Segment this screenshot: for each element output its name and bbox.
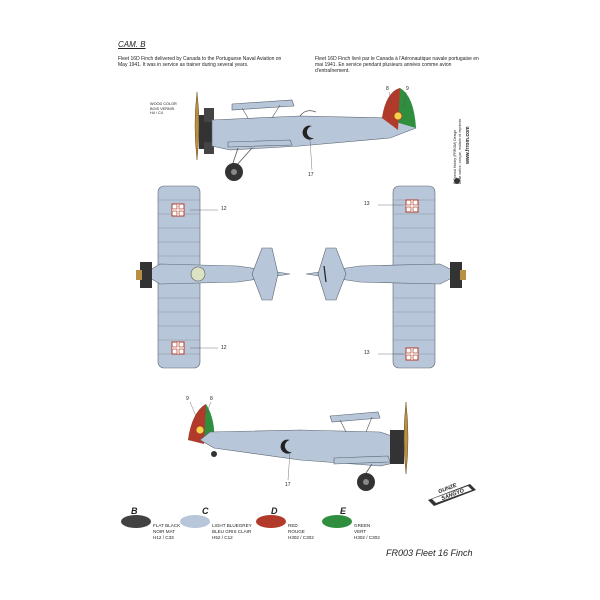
legend-text-c: LIGHT BLUEGREY BLEU GRIS CLAIR H52 / C12	[212, 523, 252, 540]
roundel-cross	[171, 203, 185, 217]
legend-text-e: GREEN VERT H302 / C302	[354, 523, 380, 540]
legend-letter-d: D	[271, 506, 278, 516]
wood-note-line2: BOIS VERNIS	[150, 106, 175, 111]
tailplane-left	[251, 247, 279, 301]
callout-17: 17	[308, 172, 314, 178]
swatch-flat-black	[121, 515, 151, 528]
callout-12: 12	[221, 206, 227, 212]
callout-9: 9	[406, 86, 409, 92]
wood-note-line1: WOOD COLOR	[150, 102, 177, 106]
sidebar-line1: © Special Hobby (FRROM) Design	[453, 129, 457, 184]
sidebar-url: www.frrom.com	[465, 126, 471, 164]
sidebar-line2: Cette notice, conçue, réalisée et imprim…	[458, 118, 462, 184]
gunze-sangyo-logo: GUNZE SANGYO	[424, 480, 480, 506]
plan-view-left	[136, 185, 291, 369]
plan-view-right	[305, 185, 466, 369]
fuselage-emblem	[302, 125, 314, 140]
copyright-icon	[454, 178, 460, 184]
legend-text-b: FLAT BLACK NOIR MAT H12 / C33	[153, 523, 181, 540]
upper-wing-side	[231, 99, 295, 111]
callout-8: 8	[210, 396, 213, 402]
swatch-red	[256, 515, 286, 528]
propeller	[403, 401, 409, 475]
tailplane-right	[317, 247, 347, 301]
legend-letter-c: C	[202, 506, 209, 516]
legend-letter-b: B	[131, 506, 138, 516]
propeller	[194, 91, 200, 161]
logo-shape	[428, 484, 476, 506]
swatch-green	[322, 515, 352, 528]
side-view-bottom	[188, 401, 409, 491]
roundel-cross	[171, 341, 185, 355]
callout-12: 12	[221, 345, 227, 351]
engine	[199, 115, 213, 149]
side-view-top	[194, 88, 417, 181]
publisher-sidebar: © Special Hobby (FRROM) Design Cette not…	[452, 92, 478, 184]
legend-letter-e: E	[340, 506, 347, 516]
swatch-light-bluegrey	[180, 515, 210, 528]
wood-color-note: WOOD COLOR BOIS VERNIS H4 / C4	[150, 102, 177, 116]
camouflage-label: CAM. B	[118, 40, 146, 49]
callout-17: 17	[285, 482, 291, 488]
callout-9: 9	[186, 396, 189, 402]
roundel-cross	[405, 347, 419, 361]
description-english: Fleet 16D Finch delivered by Canada to t…	[118, 56, 282, 68]
legend-text-d: RED ROUGE H302 / C302	[288, 523, 314, 540]
description-french: Fleet 16D Finch livré par le Canada à l'…	[315, 56, 479, 74]
callout-8: 8	[386, 86, 389, 92]
wood-note-line3: H4 / C4	[150, 111, 163, 116]
kit-title: FR003 Fleet 16 Finch	[386, 548, 473, 558]
callout-13: 13	[364, 350, 370, 356]
roundel-cross	[405, 199, 419, 213]
callout-13: 13	[364, 201, 370, 207]
